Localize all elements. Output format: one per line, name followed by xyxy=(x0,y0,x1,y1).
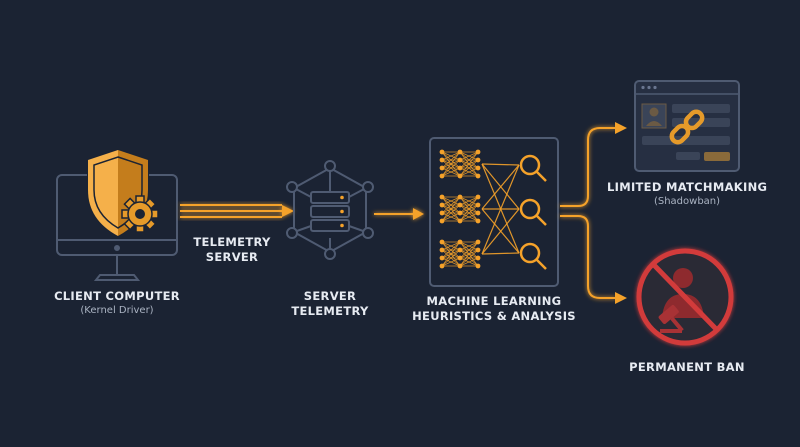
server-network-icon xyxy=(286,160,374,260)
limited-matchmaking-label: LIMITED MATCHMAKING xyxy=(607,180,768,194)
ml-label-line1: MACHINE LEARNING xyxy=(426,294,562,308)
telemetry-server-label-line2: SERVER xyxy=(205,250,259,264)
gear-icon xyxy=(121,195,159,233)
branch-arrows xyxy=(560,127,616,299)
telemetry-server-label-line1: TELEMETRY xyxy=(193,235,271,249)
ban-icon xyxy=(636,248,734,346)
permanent-ban-label: PERMANENT BAN xyxy=(629,360,745,374)
client-computer-subtitle: (Kernel Driver) xyxy=(80,305,154,316)
server-lights xyxy=(340,195,344,228)
limited-matchmaking-subtitle: (Shadowban) xyxy=(653,196,721,207)
server-telemetry-label-line2: TELEMETRY xyxy=(291,304,369,318)
magnifier-icons xyxy=(519,154,547,270)
ml-panel xyxy=(429,137,559,287)
telemetry-arrows xyxy=(180,204,294,218)
analysis-arrow xyxy=(374,208,424,220)
client-computer-label: CLIENT COMPUTER xyxy=(54,289,180,303)
ml-label-line2: HEURISTICS & ANALYSIS xyxy=(412,309,576,323)
broken-link-icon xyxy=(669,109,705,145)
branch-arrowheads xyxy=(615,122,627,304)
server-telemetry-label-line1: SERVER xyxy=(303,289,357,303)
neural-network-icon xyxy=(439,149,520,269)
